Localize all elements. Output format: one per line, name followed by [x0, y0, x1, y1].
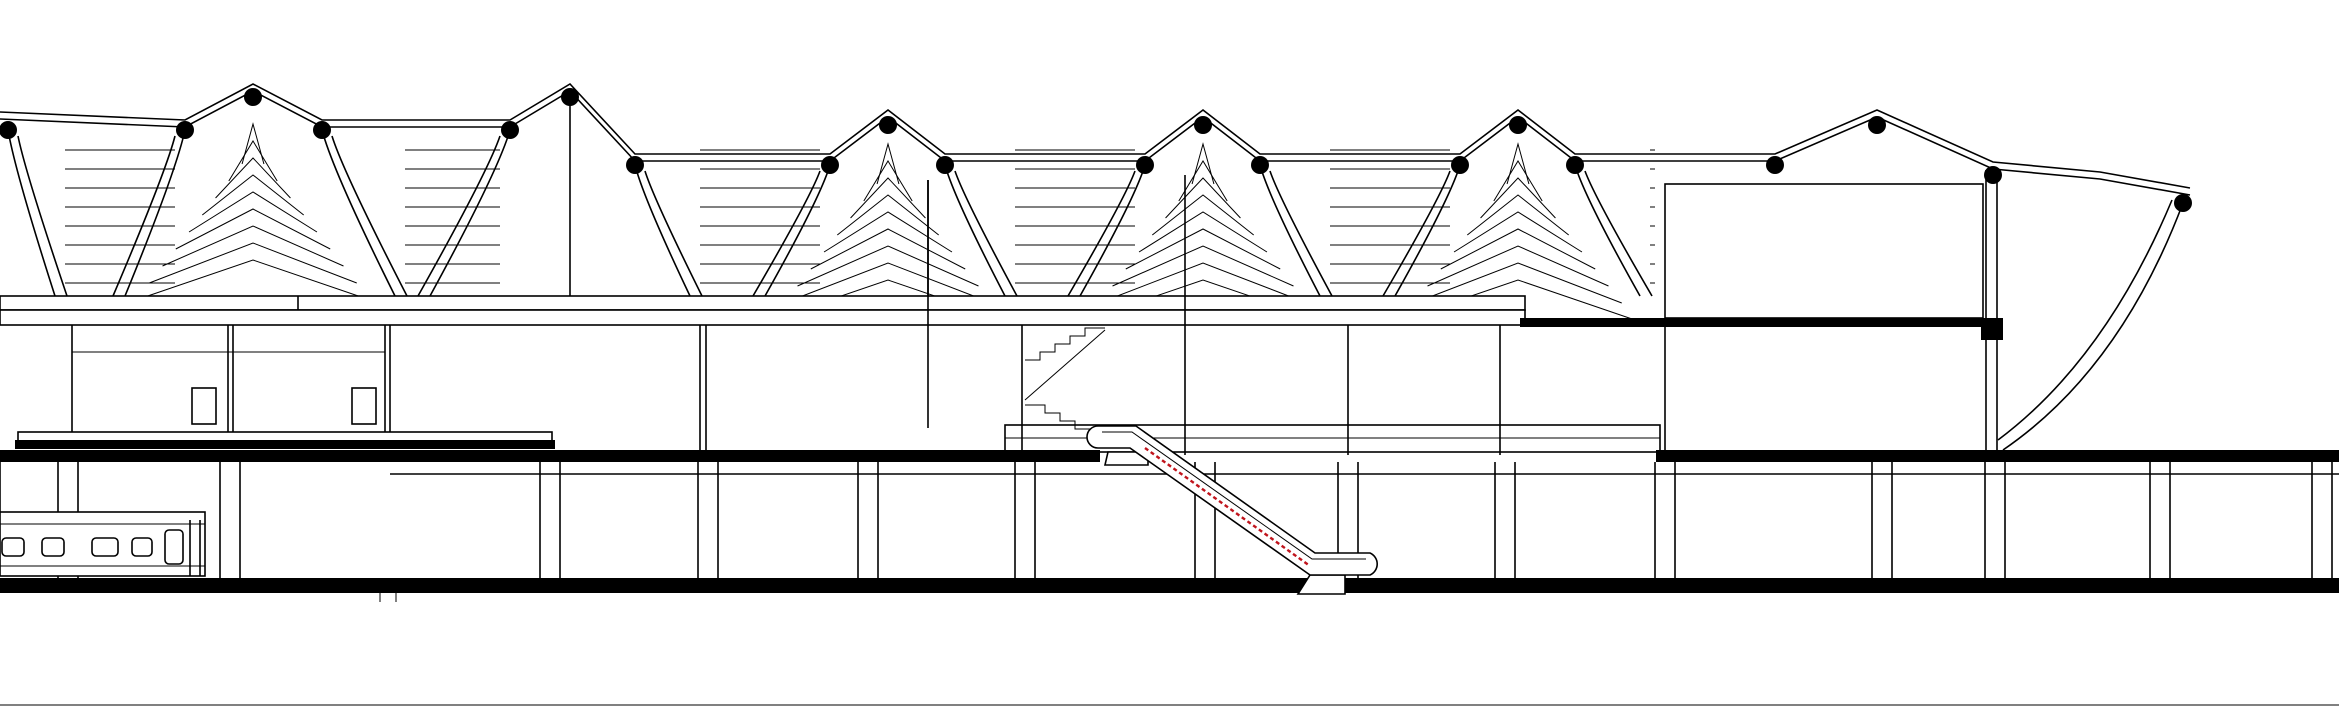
roof-chevron: [1099, 262, 1307, 304]
roof-chevron: [1480, 177, 1556, 219]
roof-chevron: [850, 177, 926, 219]
roof-chevron: [810, 228, 966, 270]
roof-chevron: [1125, 228, 1281, 270]
roof-chevron: [162, 225, 344, 267]
roof-node: [0, 121, 17, 139]
cantilever-shell: [2002, 202, 2184, 451]
staircase: [1024, 327, 1106, 438]
roof-chevron: [863, 160, 913, 202]
roof-chevron: [175, 208, 331, 250]
roof-chevron: [1414, 262, 1622, 304]
roof-arch: [944, 164, 1006, 297]
roof-arch: [634, 164, 691, 297]
roof-chevron: [1112, 245, 1294, 287]
roof-chevron: [1138, 211, 1268, 253]
tunnel: [0, 462, 2339, 602]
roof-node: [1766, 156, 1784, 174]
roof-node: [1251, 156, 1269, 174]
roof-chevron: [135, 259, 371, 301]
roof-chevron: [836, 194, 940, 236]
roof-arch-inner: [1382, 170, 1451, 297]
roof-arch: [1574, 164, 1641, 297]
roof-outline: [0, 82, 2191, 189]
roof-node: [561, 88, 579, 106]
roof-node: [244, 88, 262, 106]
roof-chevron: [1151, 194, 1255, 236]
platform-canopy: [15, 387, 555, 449]
roof-node: [313, 121, 331, 139]
roof-arch-inner: [1584, 170, 1653, 297]
concourse-slab: [0, 295, 2003, 340]
roof-chevron: [215, 157, 291, 199]
roof-chevron: [784, 262, 992, 304]
roof-chevron: [1506, 142, 1530, 185]
roof-node: [936, 156, 954, 174]
roof-arch: [7, 129, 56, 297]
roof-chevron: [1453, 211, 1583, 253]
roof-chevron: [1165, 177, 1241, 219]
roof-arch-inner: [1269, 170, 1333, 297]
roof-node: [1136, 156, 1154, 174]
roof-arch-inner: [644, 170, 703, 297]
roof-arch: [1079, 164, 1146, 297]
roof-chevron: [241, 122, 265, 165]
train: [0, 511, 206, 577]
roof-arch: [764, 164, 831, 297]
roof-node: [821, 156, 839, 174]
roof-arch: [1394, 164, 1461, 297]
roof-arch: [321, 129, 396, 297]
roof-node: [1566, 156, 1584, 174]
roof-chevron: [149, 242, 357, 284]
roof-node: [626, 156, 644, 174]
roof-node: [2174, 194, 2192, 212]
roof-arch-inner: [112, 135, 176, 297]
roof-node: [176, 121, 194, 139]
roof-chevron: [188, 191, 318, 233]
roof-chevron: [228, 140, 278, 182]
roof-chevron: [1427, 245, 1609, 287]
roof-chevron: [1440, 228, 1596, 270]
roof-chevron: [1493, 160, 1543, 202]
roof-arch-inner: [17, 135, 68, 297]
roof-chevron: [1178, 160, 1228, 202]
roof-node: [1509, 116, 1527, 134]
escalator: [1086, 425, 1378, 595]
roof-chevron: [1191, 142, 1215, 185]
roof-arch: [1259, 164, 1321, 297]
roof-node: [1194, 116, 1212, 134]
roof-chevron: [1466, 194, 1570, 236]
roof-arch-inner: [752, 170, 821, 297]
cantilever-shell-inner: [1997, 199, 2173, 441]
roof-structure: [0, 82, 2192, 451]
platform-slab: [0, 424, 2339, 462]
concourse-walls: [71, 170, 1998, 455]
roof-arch: [124, 129, 186, 297]
roof-arch-inner: [331, 135, 408, 297]
roof-node: [1868, 116, 1886, 134]
roof-arch: [429, 129, 511, 297]
roof-chevron: [797, 245, 979, 287]
roof-chevron: [823, 211, 953, 253]
roof-arch-inner: [417, 135, 501, 297]
roof-node: [879, 116, 897, 134]
roof-node: [1451, 156, 1469, 174]
roof-arch-inner: [954, 170, 1018, 297]
roof-arch-inner: [1067, 170, 1136, 297]
roof-outline-inner: [0, 89, 2191, 196]
roof-node: [501, 121, 519, 139]
roof-chevron: [201, 174, 305, 216]
roof-chevron: [876, 142, 900, 185]
